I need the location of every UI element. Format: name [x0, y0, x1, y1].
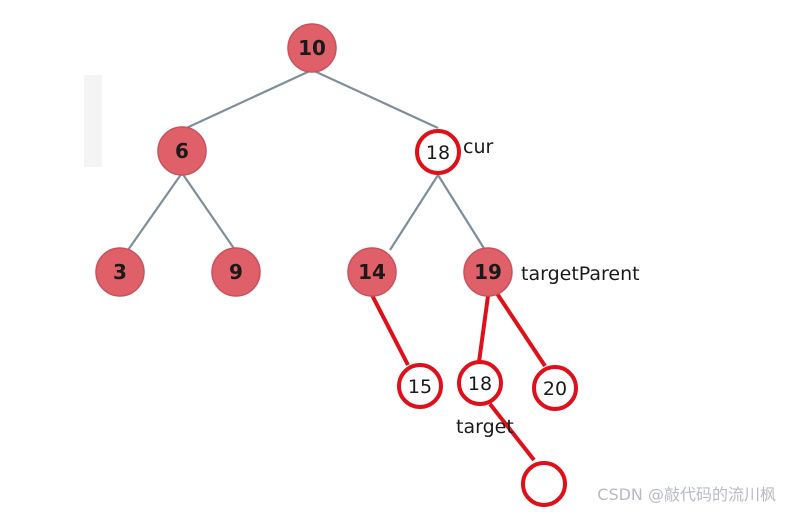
svg-text:6: 6: [175, 139, 189, 163]
node-19: 19: [463, 247, 513, 297]
label-target-parent: targetParent: [521, 263, 640, 285]
node-10: 10: [287, 23, 337, 73]
svg-text:10: 10: [298, 36, 326, 60]
watermark: CSDN @敲代码的流川枫: [597, 485, 776, 504]
edge-10-18: [311, 69, 439, 129]
svg-text:15: 15: [408, 376, 432, 398]
edge-18-empty: [488, 402, 536, 462]
edge-10-6: [181, 69, 313, 131]
edge-6-9: [181, 172, 236, 251]
label-cur: cur: [463, 136, 493, 158]
edge-14-15: [370, 294, 410, 366]
node-20: 20: [532, 365, 578, 411]
label-target: target: [456, 416, 514, 438]
svg-text:3: 3: [113, 260, 127, 284]
node-14: 14: [347, 247, 397, 297]
edge-19-18: [477, 295, 490, 363]
edge-6-3: [127, 172, 183, 251]
node-15: 15: [397, 363, 443, 409]
svg-text:14: 14: [358, 260, 386, 284]
node-empty: [521, 461, 567, 507]
node-6: 6: [157, 126, 207, 176]
svg-text:18: 18: [468, 373, 492, 395]
edge-19-20: [494, 290, 547, 368]
svg-text:20: 20: [543, 378, 567, 400]
node-18-cur: 18: [415, 129, 461, 175]
node-9: 9: [211, 247, 261, 297]
svg-text:19: 19: [474, 260, 502, 284]
edge-18-14: [389, 174, 439, 251]
edge-18-19: [437, 174, 486, 251]
node-3: 3: [95, 247, 145, 297]
svg-text:18: 18: [426, 142, 450, 164]
svg-text:9: 9: [229, 260, 243, 284]
node-18-target: 18: [457, 360, 503, 406]
background-artifact: [84, 75, 102, 167]
